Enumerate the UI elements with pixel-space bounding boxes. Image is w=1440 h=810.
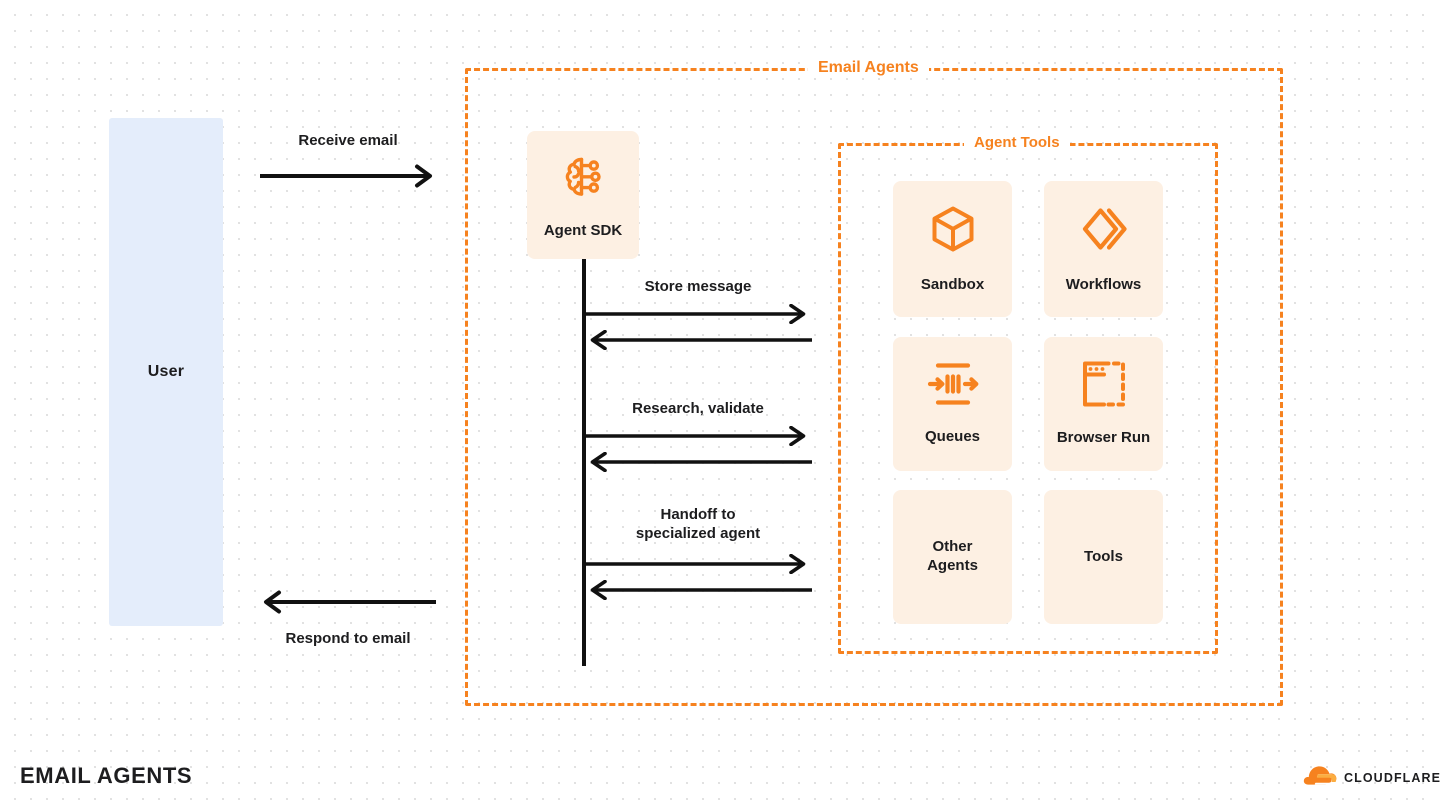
agent-sdk-label: Agent SDK — [543, 222, 623, 239]
email-agents-container-title: Email Agents — [808, 60, 929, 76]
message-label: Handoff to specialized agent — [635, 506, 761, 542]
agent-sdk-lifeline — [582, 259, 586, 666]
tool-tile-label: Other Agents — [927, 538, 978, 574]
arrow-right-icon — [584, 426, 806, 446]
queue-arrows-icon — [927, 361, 979, 412]
message-label: Respond to email — [285, 630, 411, 647]
tool-tile-workflows[interactable]: Workflows — [1044, 181, 1163, 317]
cloudflare-wordmark: CLOUDFLARE — [1344, 771, 1440, 785]
canvas-edge-top — [0, 0, 1440, 7]
browser-window-icon — [1079, 360, 1129, 413]
tool-tile-queues[interactable]: Queues — [893, 337, 1012, 471]
message-label: Research, validate — [632, 400, 764, 417]
tool-tile-label: Queues — [924, 428, 981, 446]
arrow-right-icon — [260, 164, 432, 188]
cube-icon — [927, 203, 979, 260]
tool-tile-tools[interactable]: Tools — [1044, 490, 1163, 624]
arrow-left-icon — [264, 590, 436, 614]
user-actor-label: User — [147, 363, 185, 380]
canvas-edge-right — [1432, 0, 1440, 810]
tool-tile-browser-run[interactable]: Browser Run — [1044, 337, 1163, 471]
agent-sdk-node[interactable]: Agent SDK — [527, 131, 639, 259]
user-actor-box[interactable]: User — [109, 118, 223, 626]
cloudflare-cloud-icon — [1303, 765, 1337, 791]
double-chevron-icon — [1078, 203, 1130, 260]
arrow-left-icon — [590, 580, 812, 600]
tool-tile-label: Workflows — [1065, 276, 1142, 294]
tool-tile-other-agents[interactable]: Other Agents — [893, 490, 1012, 624]
cloudflare-logo: CLOUDFLARE — [1303, 765, 1440, 791]
arrow-left-icon — [590, 452, 812, 472]
message-label: Receive email — [298, 132, 398, 149]
brain-circuit-icon — [557, 151, 609, 208]
tool-tile-label: Browser Run — [1056, 429, 1151, 447]
tool-tile-sandbox[interactable]: Sandbox — [893, 181, 1012, 317]
arrow-right-icon — [584, 304, 806, 324]
canvas-edge-bottom — [0, 800, 1440, 810]
page-title: EMAIL AGENTS — [20, 763, 193, 788]
tool-tile-label: Sandbox — [920, 276, 985, 294]
message-label: Store message — [644, 278, 752, 295]
tool-tile-label: Tools — [1084, 547, 1123, 565]
arrow-right-icon — [584, 554, 806, 574]
canvas-edge-left — [0, 0, 7, 810]
arrow-left-icon — [590, 330, 812, 350]
agent-tools-container-title: Agent Tools — [964, 135, 1070, 150]
